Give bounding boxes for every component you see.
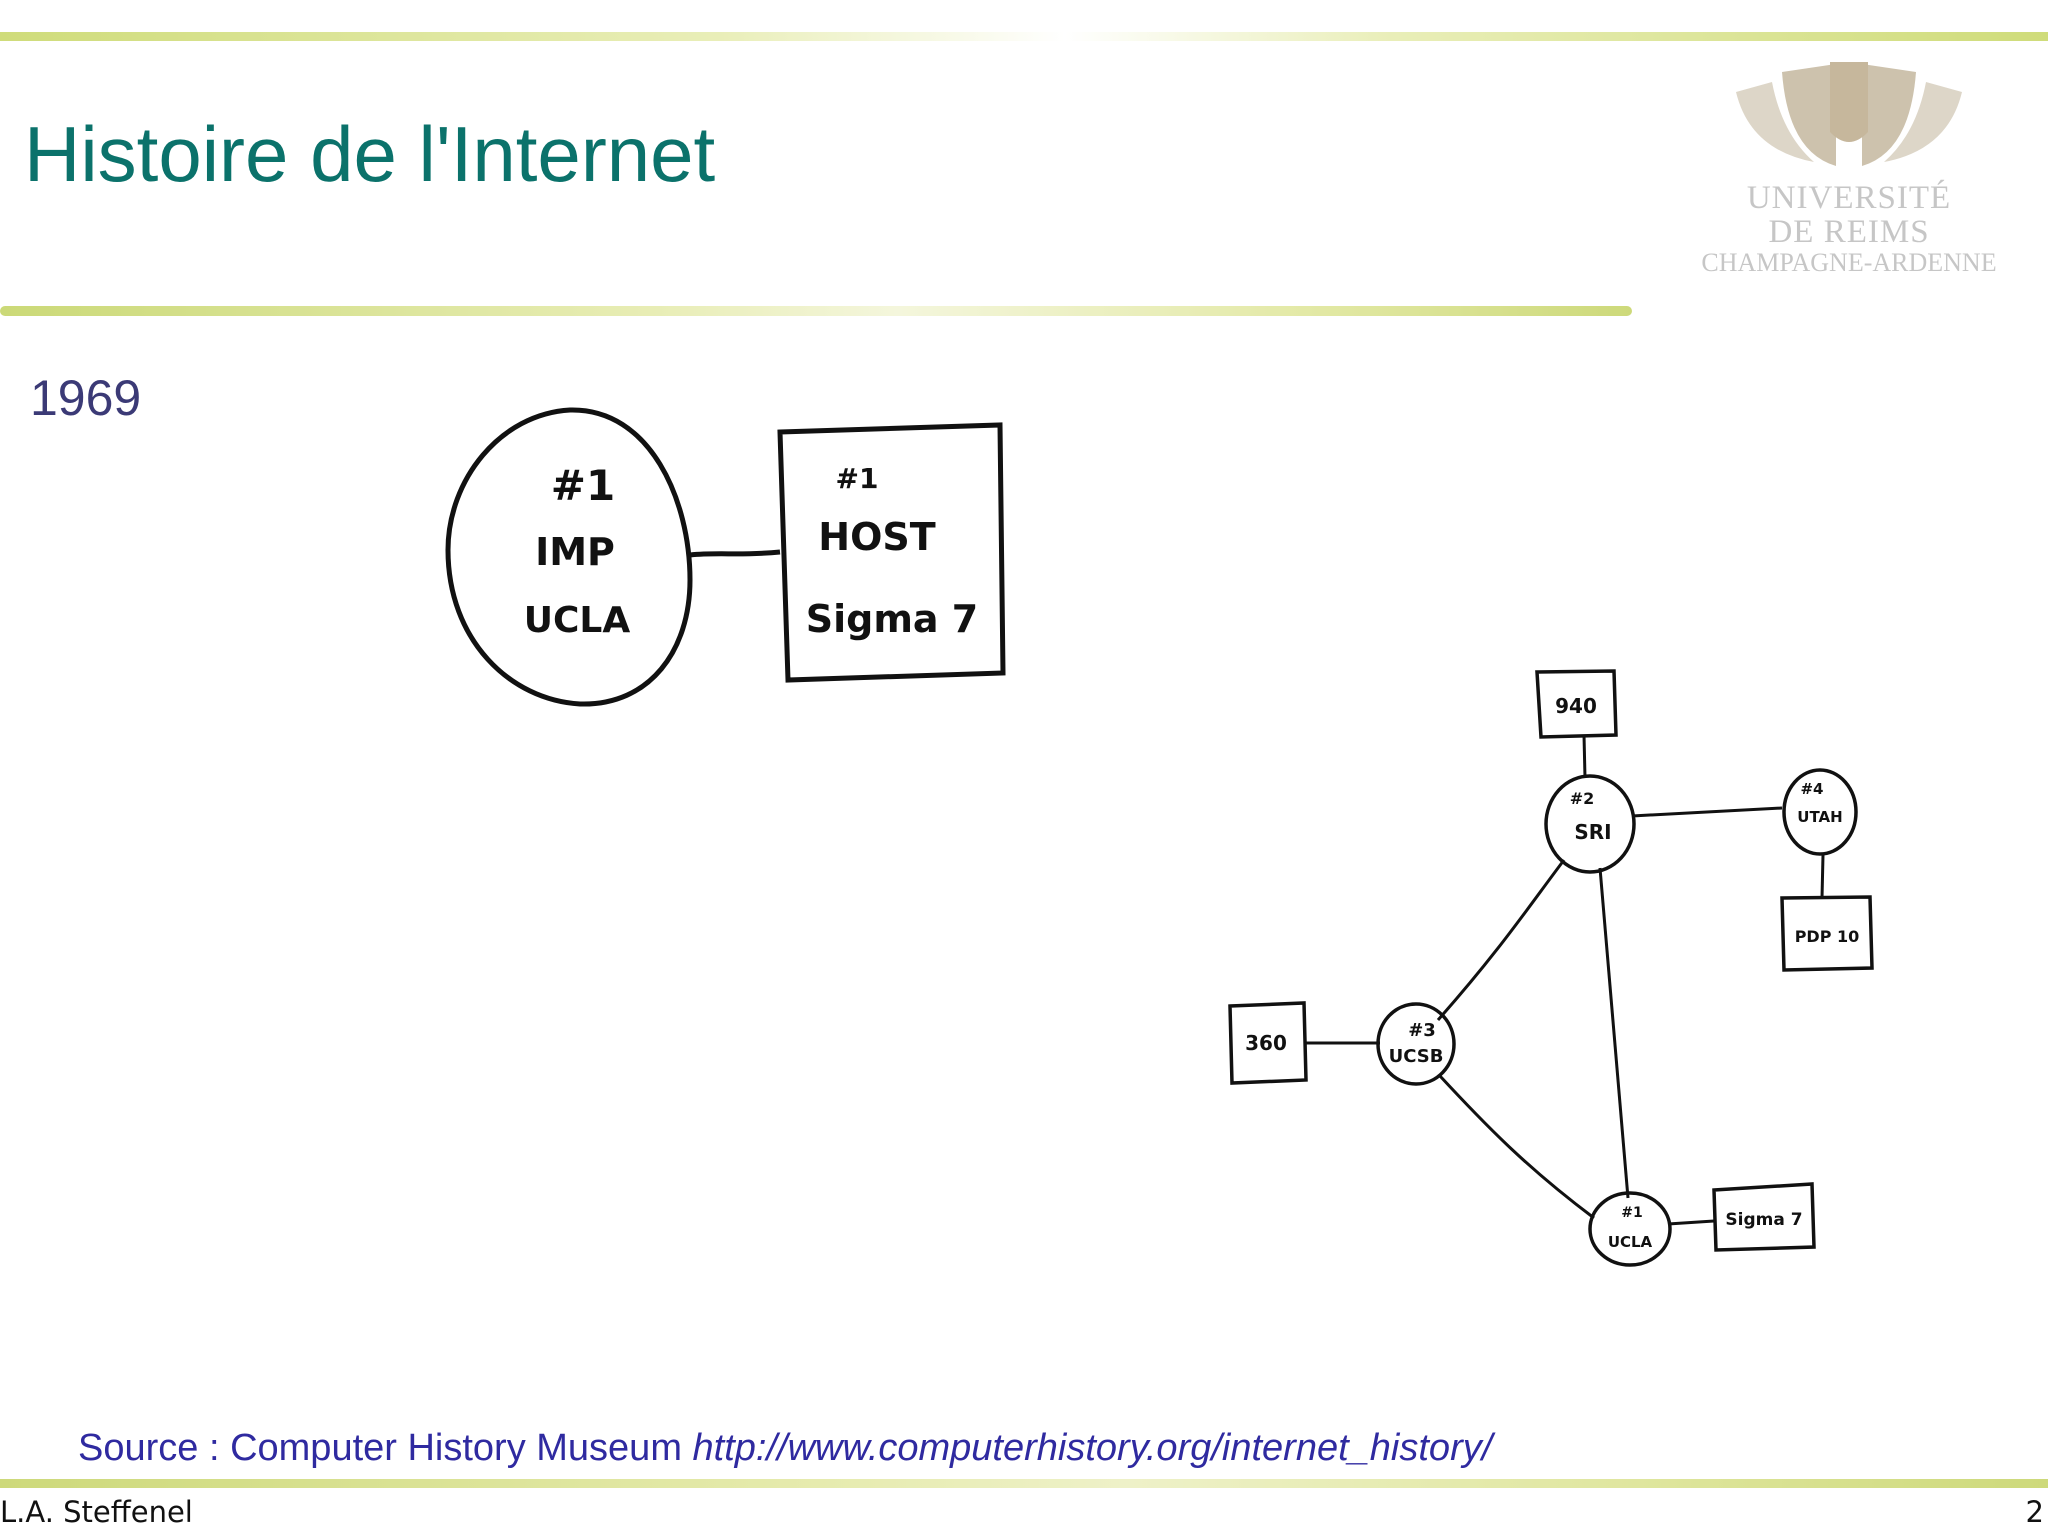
title-underline-rule <box>0 306 1632 316</box>
source-url: http://www.computerhistory.org/internet_… <box>692 1427 1493 1469</box>
footer-rule <box>0 1479 2048 1488</box>
top-decorative-rule <box>0 32 2048 41</box>
imp-utah-node <box>1782 768 1858 856</box>
imp-site-text: UCLA <box>524 600 631 641</box>
logo-text-line3: CHAMPAGNE-ARDENNE <box>1701 248 1997 277</box>
link-ucla-sigma7 <box>1667 1219 1715 1226</box>
host-sigma7-label: Sigma 7 <box>1725 1210 1802 1230</box>
ucla-name-label: UCLA <box>1608 1233 1653 1251</box>
sri-number-label: #2 <box>1570 789 1595 808</box>
link-ucsb-ucla <box>1438 1074 1595 1220</box>
university-logo: UNIVERSITÉ DE REIMS CHAMPAGNE-ARDENNE <box>1664 62 2034 282</box>
ucla-number-label: #1 <box>1621 1205 1642 1221</box>
utah-name-label: UTAH <box>1797 808 1842 826</box>
host-node-box <box>777 422 1006 683</box>
host-sigma7-box <box>1712 1182 1816 1252</box>
link-sri-utah <box>1631 806 1783 818</box>
imp-host-link <box>689 549 781 558</box>
page-number: 2 <box>2025 1495 2044 1529</box>
imp-ucla-node <box>1588 1191 1672 1267</box>
host-940-box <box>1535 669 1618 739</box>
year-label: 1969 <box>30 370 142 426</box>
ucsb-number-label: #3 <box>1408 1020 1436 1041</box>
host-machine-text: Sigma 7 <box>806 597 979 641</box>
slide-title: Histoire de l'Internet <box>24 110 716 198</box>
link-sri-ucla <box>1598 867 1630 1199</box>
imp-ucsb-node <box>1376 1002 1456 1086</box>
first-node-sketch: #1 IMP UCLA #1 HOST Sigma 7 <box>445 407 1006 707</box>
host-940-label: 940 <box>1555 694 1597 718</box>
footer-author: L.A. Steffenel <box>0 1495 193 1529</box>
imp-sri-node <box>1544 774 1636 874</box>
source-citation: Source : Computer History Museum http://… <box>78 1424 1492 1472</box>
ucsb-name-label: UCSB <box>1389 1046 1444 1067</box>
link-940-sri <box>1582 734 1587 779</box>
four-node-network-sketch: 940 #2 SRI #4 UTAH PDP 10 360 #3 UCSB #1… <box>1228 669 1874 1267</box>
imp-number-text: #1 <box>551 461 615 510</box>
host-number-text: #1 <box>836 462 879 495</box>
host-360-box <box>1228 1001 1308 1085</box>
host-label-text: HOST <box>818 515 935 559</box>
logo-text-line1: UNIVERSITÉ <box>1746 180 1952 216</box>
sri-name-label: SRI <box>1574 820 1611 844</box>
imp-node-oval <box>445 407 693 707</box>
utah-number-label: #4 <box>1800 780 1823 798</box>
logo-emblem-icon <box>1736 62 1962 166</box>
logo-text-line2: DE REIMS <box>1768 214 1930 250</box>
host-pdp10-box <box>1780 895 1874 972</box>
link-sri-ucsb <box>1436 859 1566 1021</box>
host-pdp10-label: PDP 10 <box>1795 927 1860 946</box>
source-label: Source : Computer History Museum <box>78 1427 693 1469</box>
link-utah-pdp10 <box>1820 854 1825 899</box>
host-360-label: 360 <box>1245 1031 1287 1055</box>
imp-label-text: IMP <box>535 530 615 574</box>
